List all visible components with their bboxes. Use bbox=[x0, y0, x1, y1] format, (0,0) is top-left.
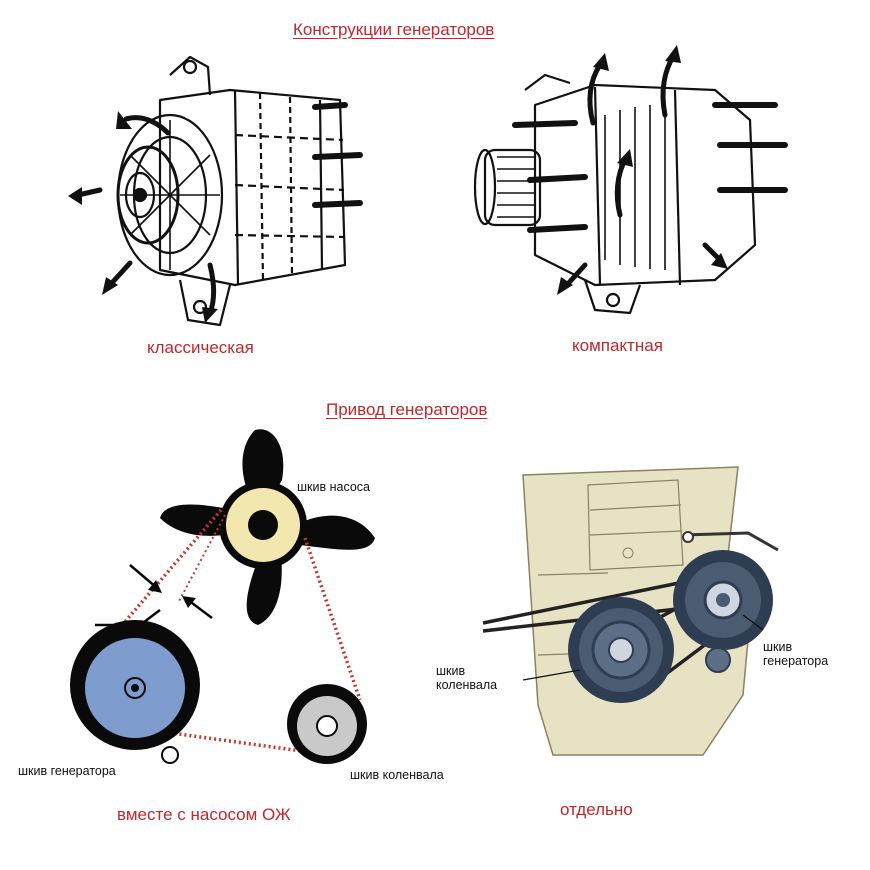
compact-alternator-illustration bbox=[473, 45, 788, 315]
separate-crankshaft-label-line2: коленвала bbox=[436, 678, 498, 693]
pump-drive-diagram bbox=[70, 429, 375, 764]
drive-section-title: Привод генераторов bbox=[326, 400, 488, 419]
generator-pulley-label: шкив генератора bbox=[18, 764, 116, 778]
classic-alternator-illustration bbox=[68, 55, 363, 327]
classic-design-caption: классическая bbox=[147, 338, 254, 357]
separate-generator-label-line1: шкив bbox=[763, 640, 793, 654]
separate-generator-label: шкив генератора bbox=[763, 640, 828, 669]
separate-drive-diagram bbox=[482, 466, 779, 756]
separate-generator-label-line2: генератора bbox=[763, 654, 829, 669]
pump-drive-caption: вместе с насосом ОЖ bbox=[117, 805, 291, 824]
designs-section-title: Конструкции генераторов bbox=[293, 20, 495, 39]
crankshaft-pulley-label: шкив коленвала bbox=[350, 768, 444, 782]
separate-drive-caption: отдельно bbox=[560, 800, 633, 819]
compact-design-caption: компактная bbox=[572, 336, 663, 355]
separate-crankshaft-label-line1: шкив bbox=[436, 664, 466, 678]
pump-pulley-label: шкив насоса bbox=[297, 480, 370, 494]
separate-crankshaft-label: шкив коленвала bbox=[436, 664, 497, 693]
